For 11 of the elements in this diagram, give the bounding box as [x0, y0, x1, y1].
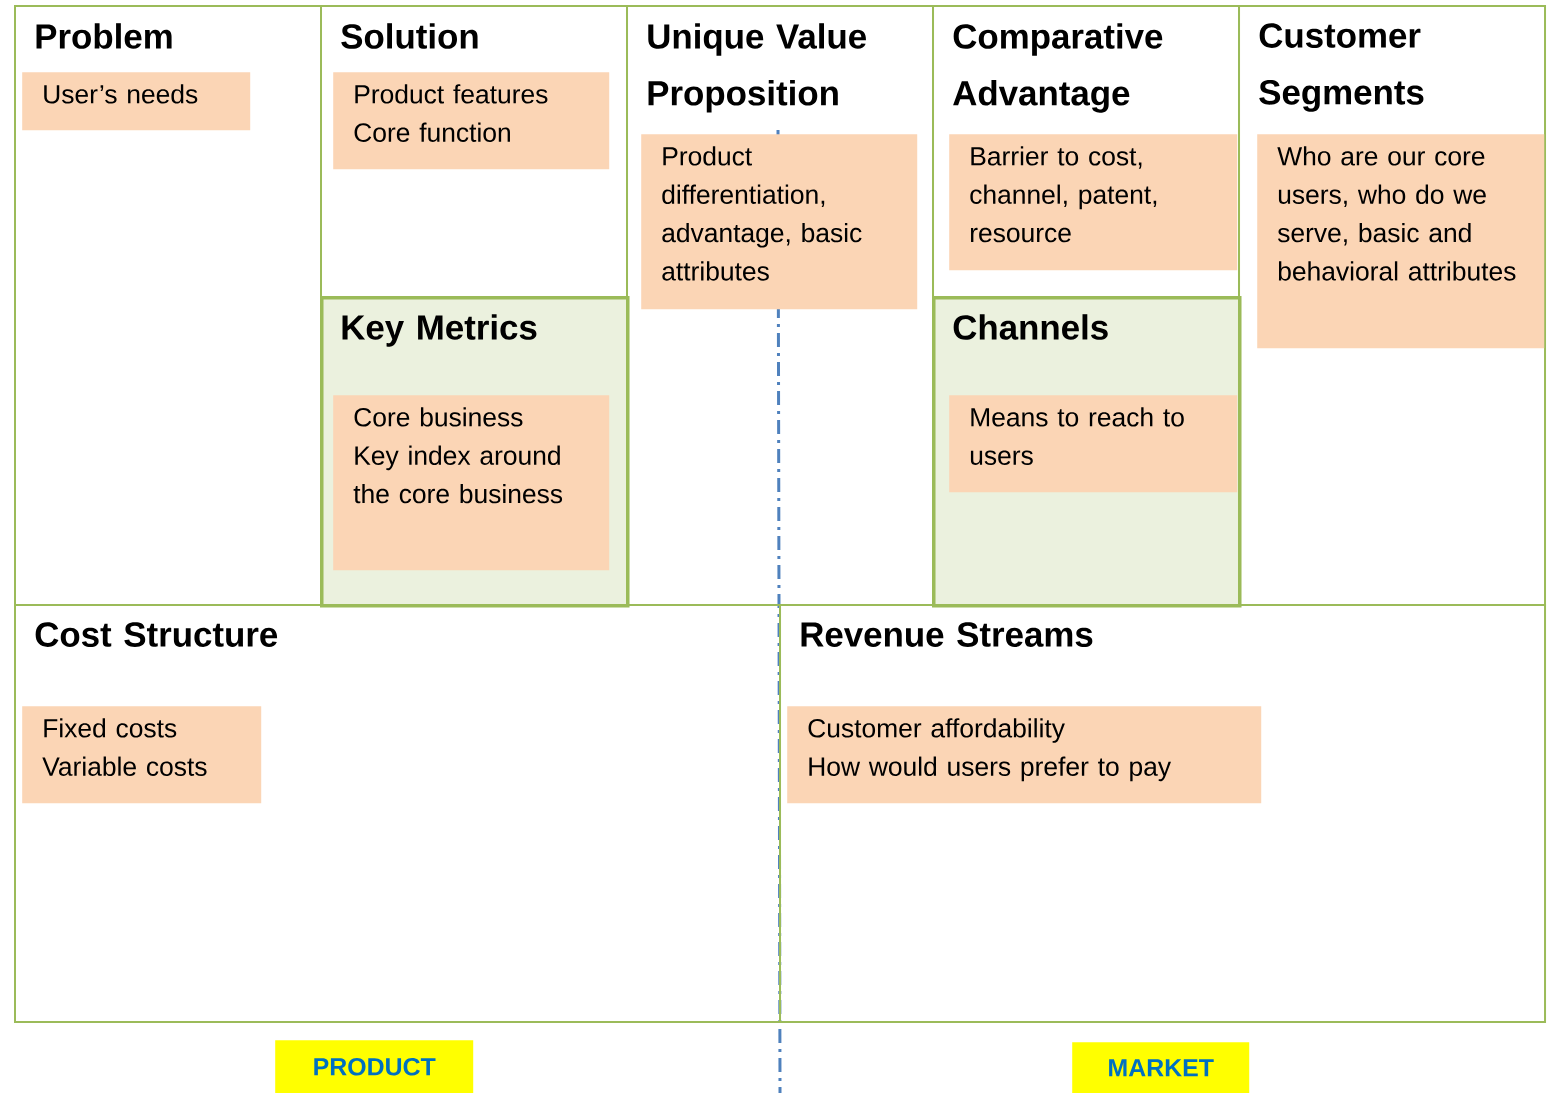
section-tag: MARKET: [1072, 1042, 1250, 1093]
note-box: Fixed costs Variable costs: [22, 706, 262, 804]
note-box: Barrier to cost, channel, patent, resource: [949, 134, 1238, 271]
note-box: Customer affordability How would users prefer to pay: [787, 706, 1262, 804]
section-tag: PRODUCT: [275, 1040, 474, 1093]
note-box: Product differentiation, advantage, basic attributes: [641, 134, 918, 310]
note-box: Who are our core users, who do we serve, basic and behavioral attributes: [1257, 134, 1545, 349]
note-box: User’s needs: [22, 72, 251, 131]
note-box: Product features Core function: [333, 72, 610, 170]
note-box: Core business Key index around the core business: [333, 395, 610, 571]
note-box: Means to reach to users: [949, 395, 1238, 493]
